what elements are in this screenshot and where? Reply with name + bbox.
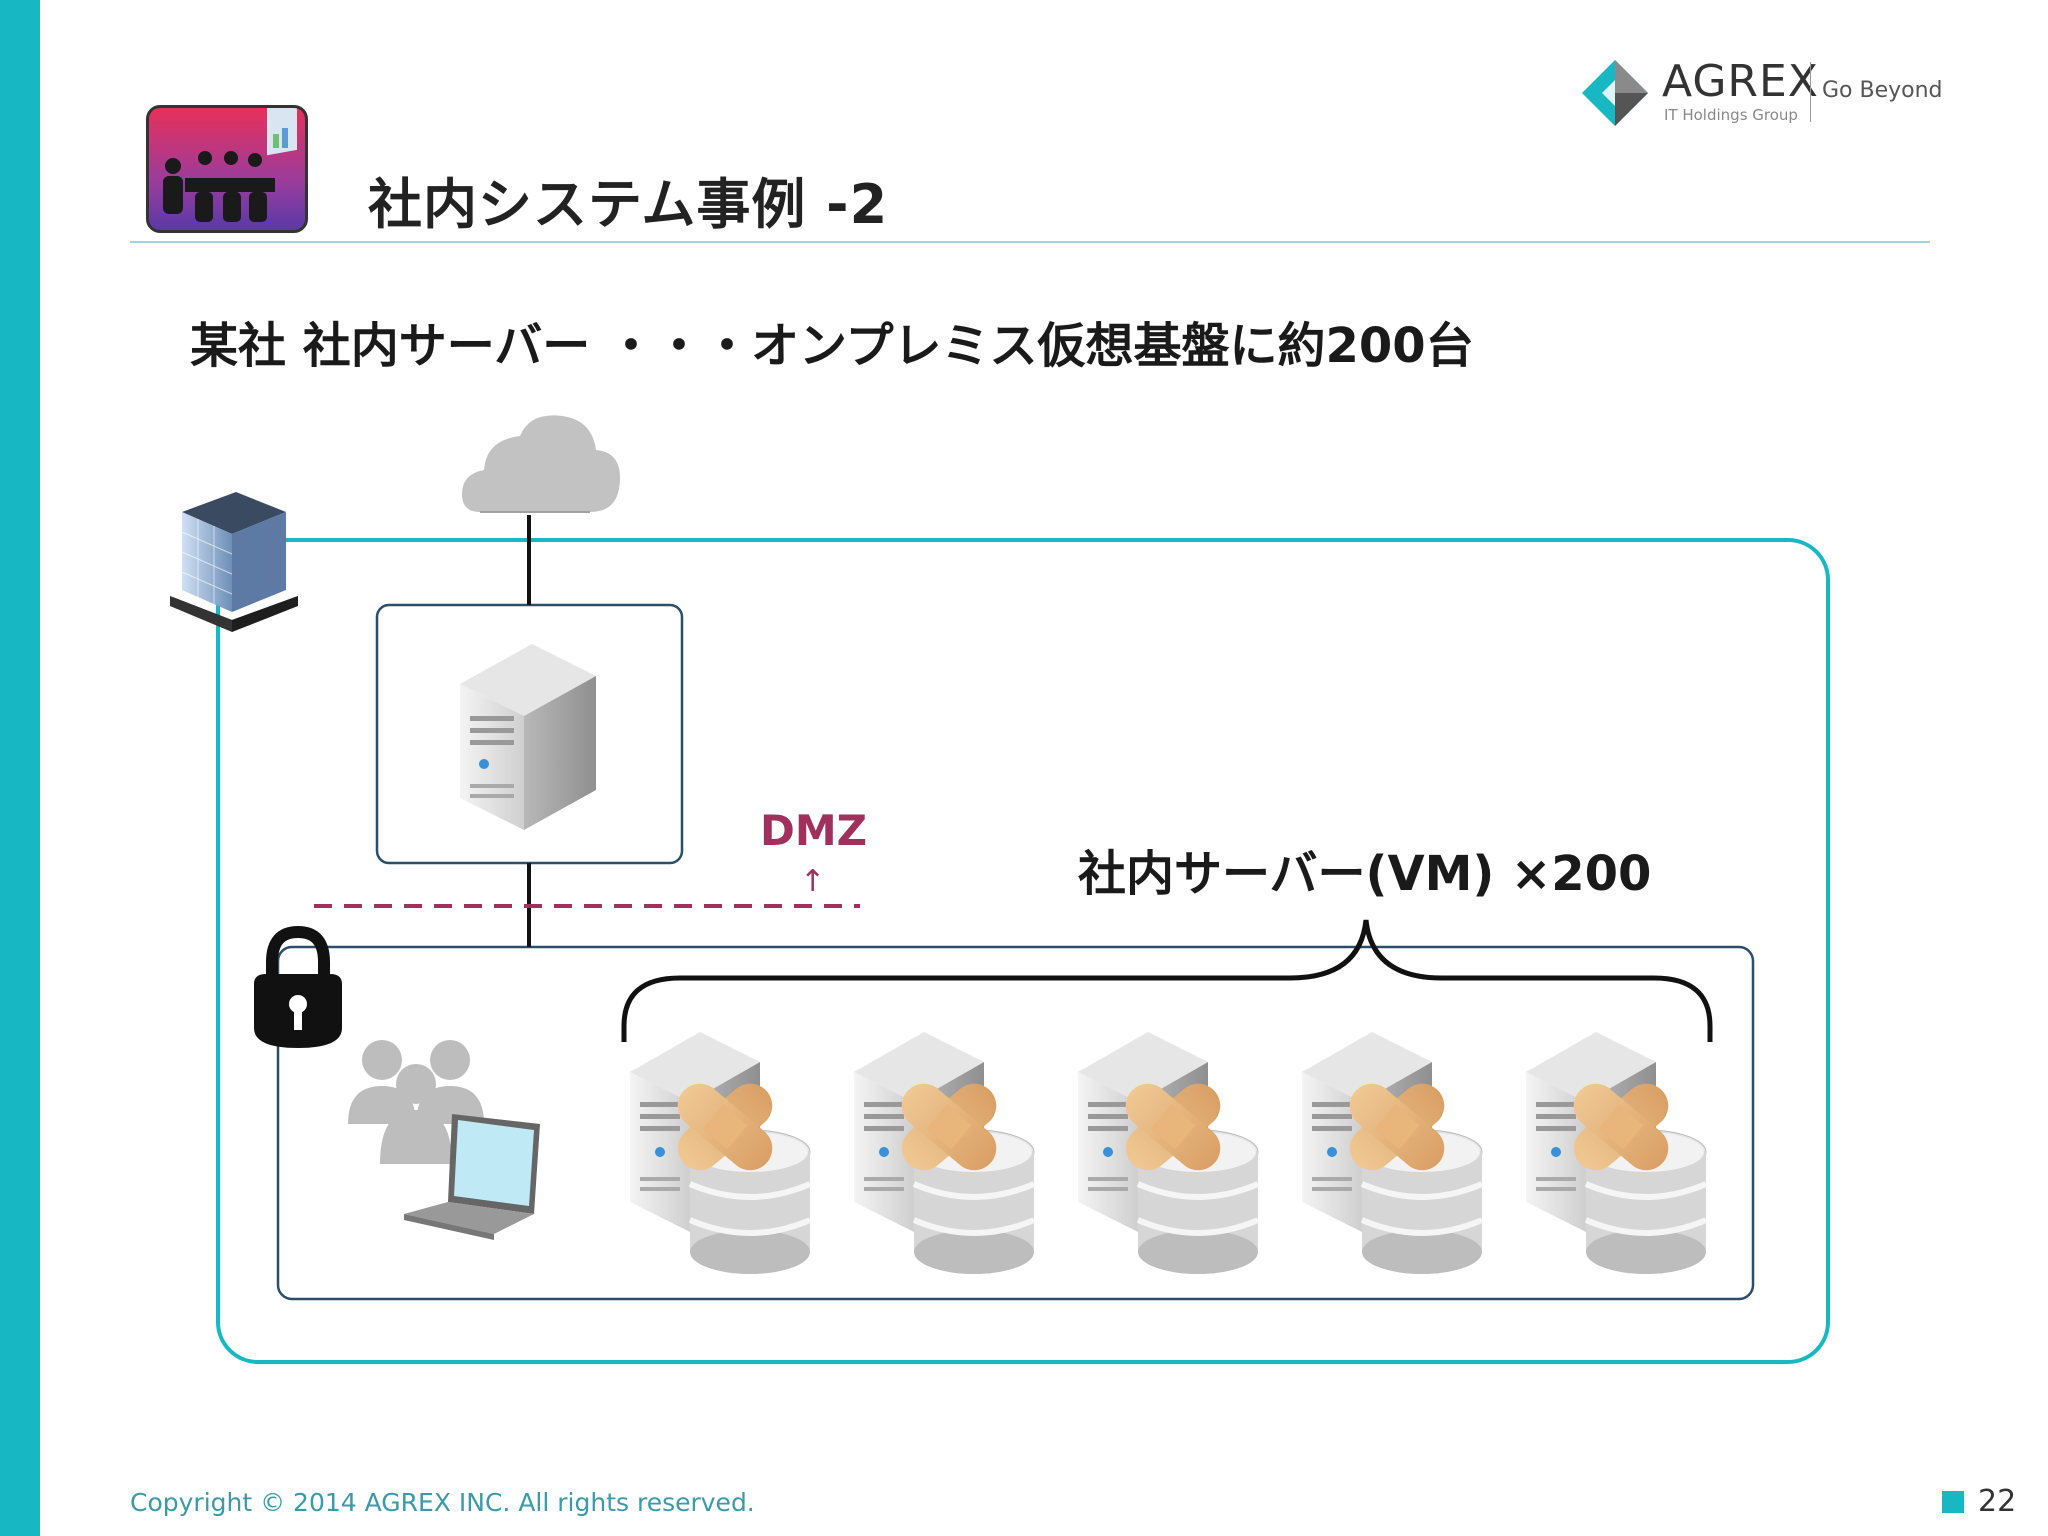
cloud-icon xyxy=(462,415,620,513)
meeting-icon xyxy=(146,105,308,233)
logo-separator xyxy=(1810,62,1811,122)
office-building-icon xyxy=(170,492,298,632)
logo-subtitle: IT Holdings Group xyxy=(1664,106,1798,124)
slide-subtitle: 某社 社内サーバー ・・・オンプレミス仮想基盤に約200台 xyxy=(190,318,1474,374)
title-divider xyxy=(130,241,1930,243)
dmz-arrow: ↑ xyxy=(800,864,826,899)
internal-network-boundary xyxy=(276,945,1755,1301)
agrex-logo: AGREX IT Holdings Group Go Beyond xyxy=(1580,54,1960,134)
vm-group-brace xyxy=(621,919,1713,1042)
dmz-label: DMZ xyxy=(760,806,868,855)
vm-servers-group xyxy=(630,1032,1706,1274)
agrex-diamond-icon xyxy=(1582,60,1648,126)
copyright-text: Copyright © 2014 AGREX INC. All rights r… xyxy=(130,1488,755,1517)
left-accent-bar xyxy=(0,0,40,1536)
vm-server-icon xyxy=(1078,1032,1258,1274)
page-number-marker xyxy=(1942,1491,1964,1513)
company-boundary xyxy=(216,538,1830,1364)
vm-server-icon xyxy=(854,1032,1034,1274)
padlock-icon xyxy=(254,925,342,1048)
vm-server-icon xyxy=(630,1032,810,1274)
page-title: 社内システム事例 -2 xyxy=(368,173,889,236)
dmz-server-icon xyxy=(460,644,596,830)
logo-name: AGREX xyxy=(1662,56,1819,107)
page-number: 22 xyxy=(1978,1484,2017,1519)
vm-count-label: 社内サーバー(VM) ×200 xyxy=(1078,846,1652,902)
vm-server-icon xyxy=(1526,1032,1706,1274)
users-laptop-icon xyxy=(348,1040,540,1240)
vm-server-icon xyxy=(1302,1032,1482,1274)
logo-tagline: Go Beyond xyxy=(1822,78,1943,103)
